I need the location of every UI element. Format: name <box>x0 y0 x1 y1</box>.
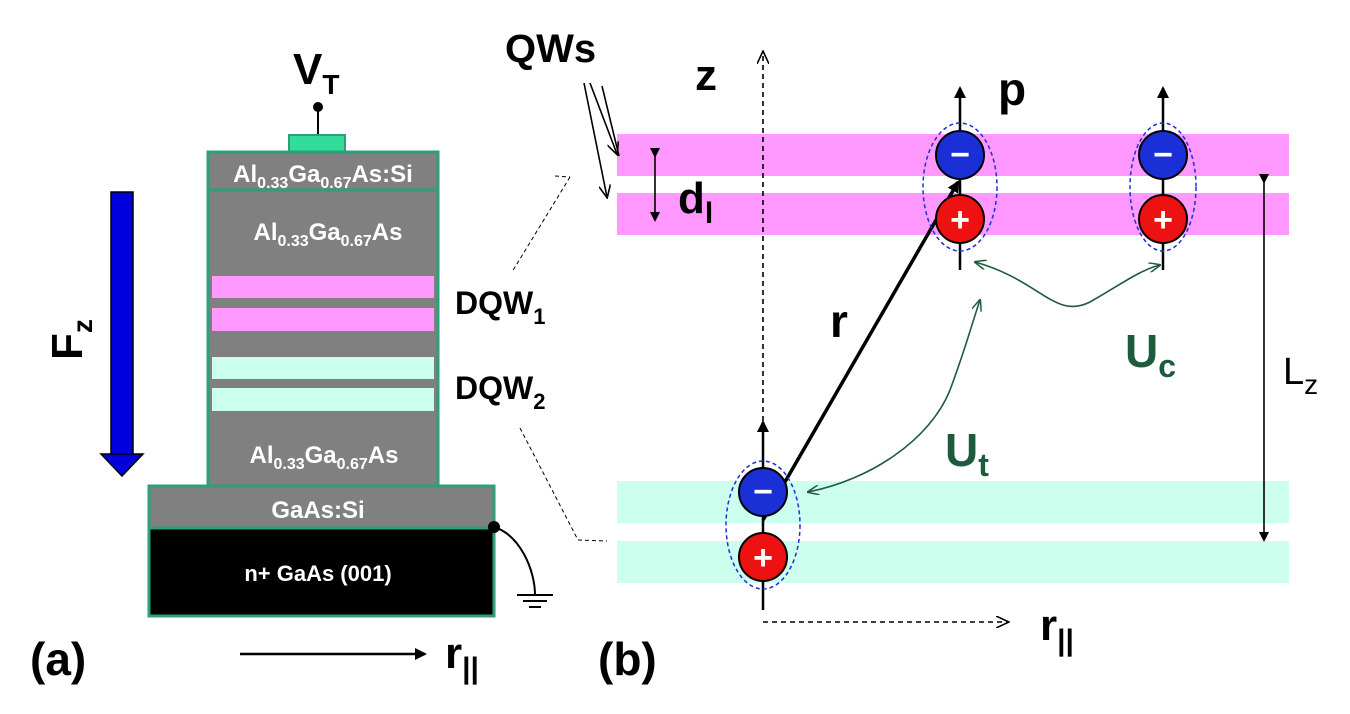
substrate <box>147 526 496 618</box>
dipole-upper-right: − + <box>1129 86 1197 270</box>
zoom-line-top-tick <box>554 175 571 178</box>
field-arrow <box>99 191 145 478</box>
ground-wire <box>493 526 536 596</box>
gate-voltage-label: VT <box>293 45 339 100</box>
substrate-label: n+ GaAs (001) <box>244 561 391 586</box>
layer-top-doped-label: Al0.33Ga0.67As:Si <box>233 161 413 192</box>
dqw2-well-bottom <box>212 388 434 411</box>
inter-layer-interaction-label: Ut <box>945 424 989 483</box>
field-label: Fz <box>43 319 98 360</box>
panel-a-label: (a) <box>30 633 86 685</box>
hole-circle <box>1138 194 1188 244</box>
exciton-outline <box>1129 122 1197 252</box>
exciton-outline <box>725 460 801 590</box>
dqw1-well-bottom <box>212 308 434 331</box>
hole-symbol: + <box>753 539 773 577</box>
zoom-line-bottom <box>519 427 579 541</box>
separation-vector-label: r <box>830 295 848 347</box>
hole-symbol: + <box>1153 201 1173 239</box>
qws-arrow-bottom <box>583 82 607 197</box>
electron-circle <box>1138 130 1188 180</box>
electron-symbol: − <box>1153 136 1173 174</box>
dipole-moment-label: p <box>998 63 1026 115</box>
hole-circle <box>738 532 788 582</box>
dipole-upper-left: − + <box>922 86 998 270</box>
panel-a: VT Al0.33Ga0.67As:Si Al0.33Ga0.67As Al0.… <box>30 45 608 685</box>
electron-symbol: − <box>950 136 970 174</box>
lower-qw-bottom <box>617 541 1289 583</box>
hole-symbol: + <box>950 201 970 239</box>
exciton-outline <box>922 122 998 252</box>
gate-terminal-dot <box>313 102 323 112</box>
zoom-line-top <box>511 176 571 273</box>
qws-label: QWs <box>505 27 596 71</box>
interlayer-distance-label: Lz <box>1283 351 1318 400</box>
inter-layer-interaction-curve <box>808 300 980 492</box>
panel-b: QWs z r|| dl Lz r p − + <box>505 27 1318 685</box>
panel-b-label: (b) <box>598 633 657 685</box>
dipole-lower: − + <box>725 420 801 610</box>
well-separation-label: dl <box>678 174 713 230</box>
hole-circle <box>935 194 985 244</box>
dqw1-well-top <box>212 276 434 298</box>
electron-circle <box>738 467 788 517</box>
buffer-layer-label: GaAs:Si <box>271 497 364 524</box>
layer-barrier-lower-label: Al0.33Ga0.67As <box>250 442 399 473</box>
r-parallel-label-b: r|| <box>1040 601 1074 657</box>
dqw1-label: DQW1 <box>455 285 545 329</box>
layer-barrier-upper-label: Al0.33Ga0.67As <box>254 219 403 250</box>
dqw2-well-top <box>212 357 434 379</box>
gate-contact-pad <box>288 134 346 153</box>
lower-qw-top <box>617 481 1289 523</box>
intra-layer-interaction-curve <box>975 262 1160 308</box>
z-axis-label: z <box>695 51 717 100</box>
qws-arrow-top-line2 <box>601 85 620 157</box>
dqw2-label: DQW2 <box>455 370 545 414</box>
electron-circle <box>935 130 985 180</box>
zoom-line-bottom-tick <box>577 539 608 542</box>
intra-layer-interaction-label: Uc <box>1125 325 1176 384</box>
ground-icon <box>517 594 553 608</box>
r-parallel-label-a: r|| <box>445 629 479 685</box>
qws-arrow-top <box>589 82 617 154</box>
electron-symbol: − <box>753 473 773 511</box>
